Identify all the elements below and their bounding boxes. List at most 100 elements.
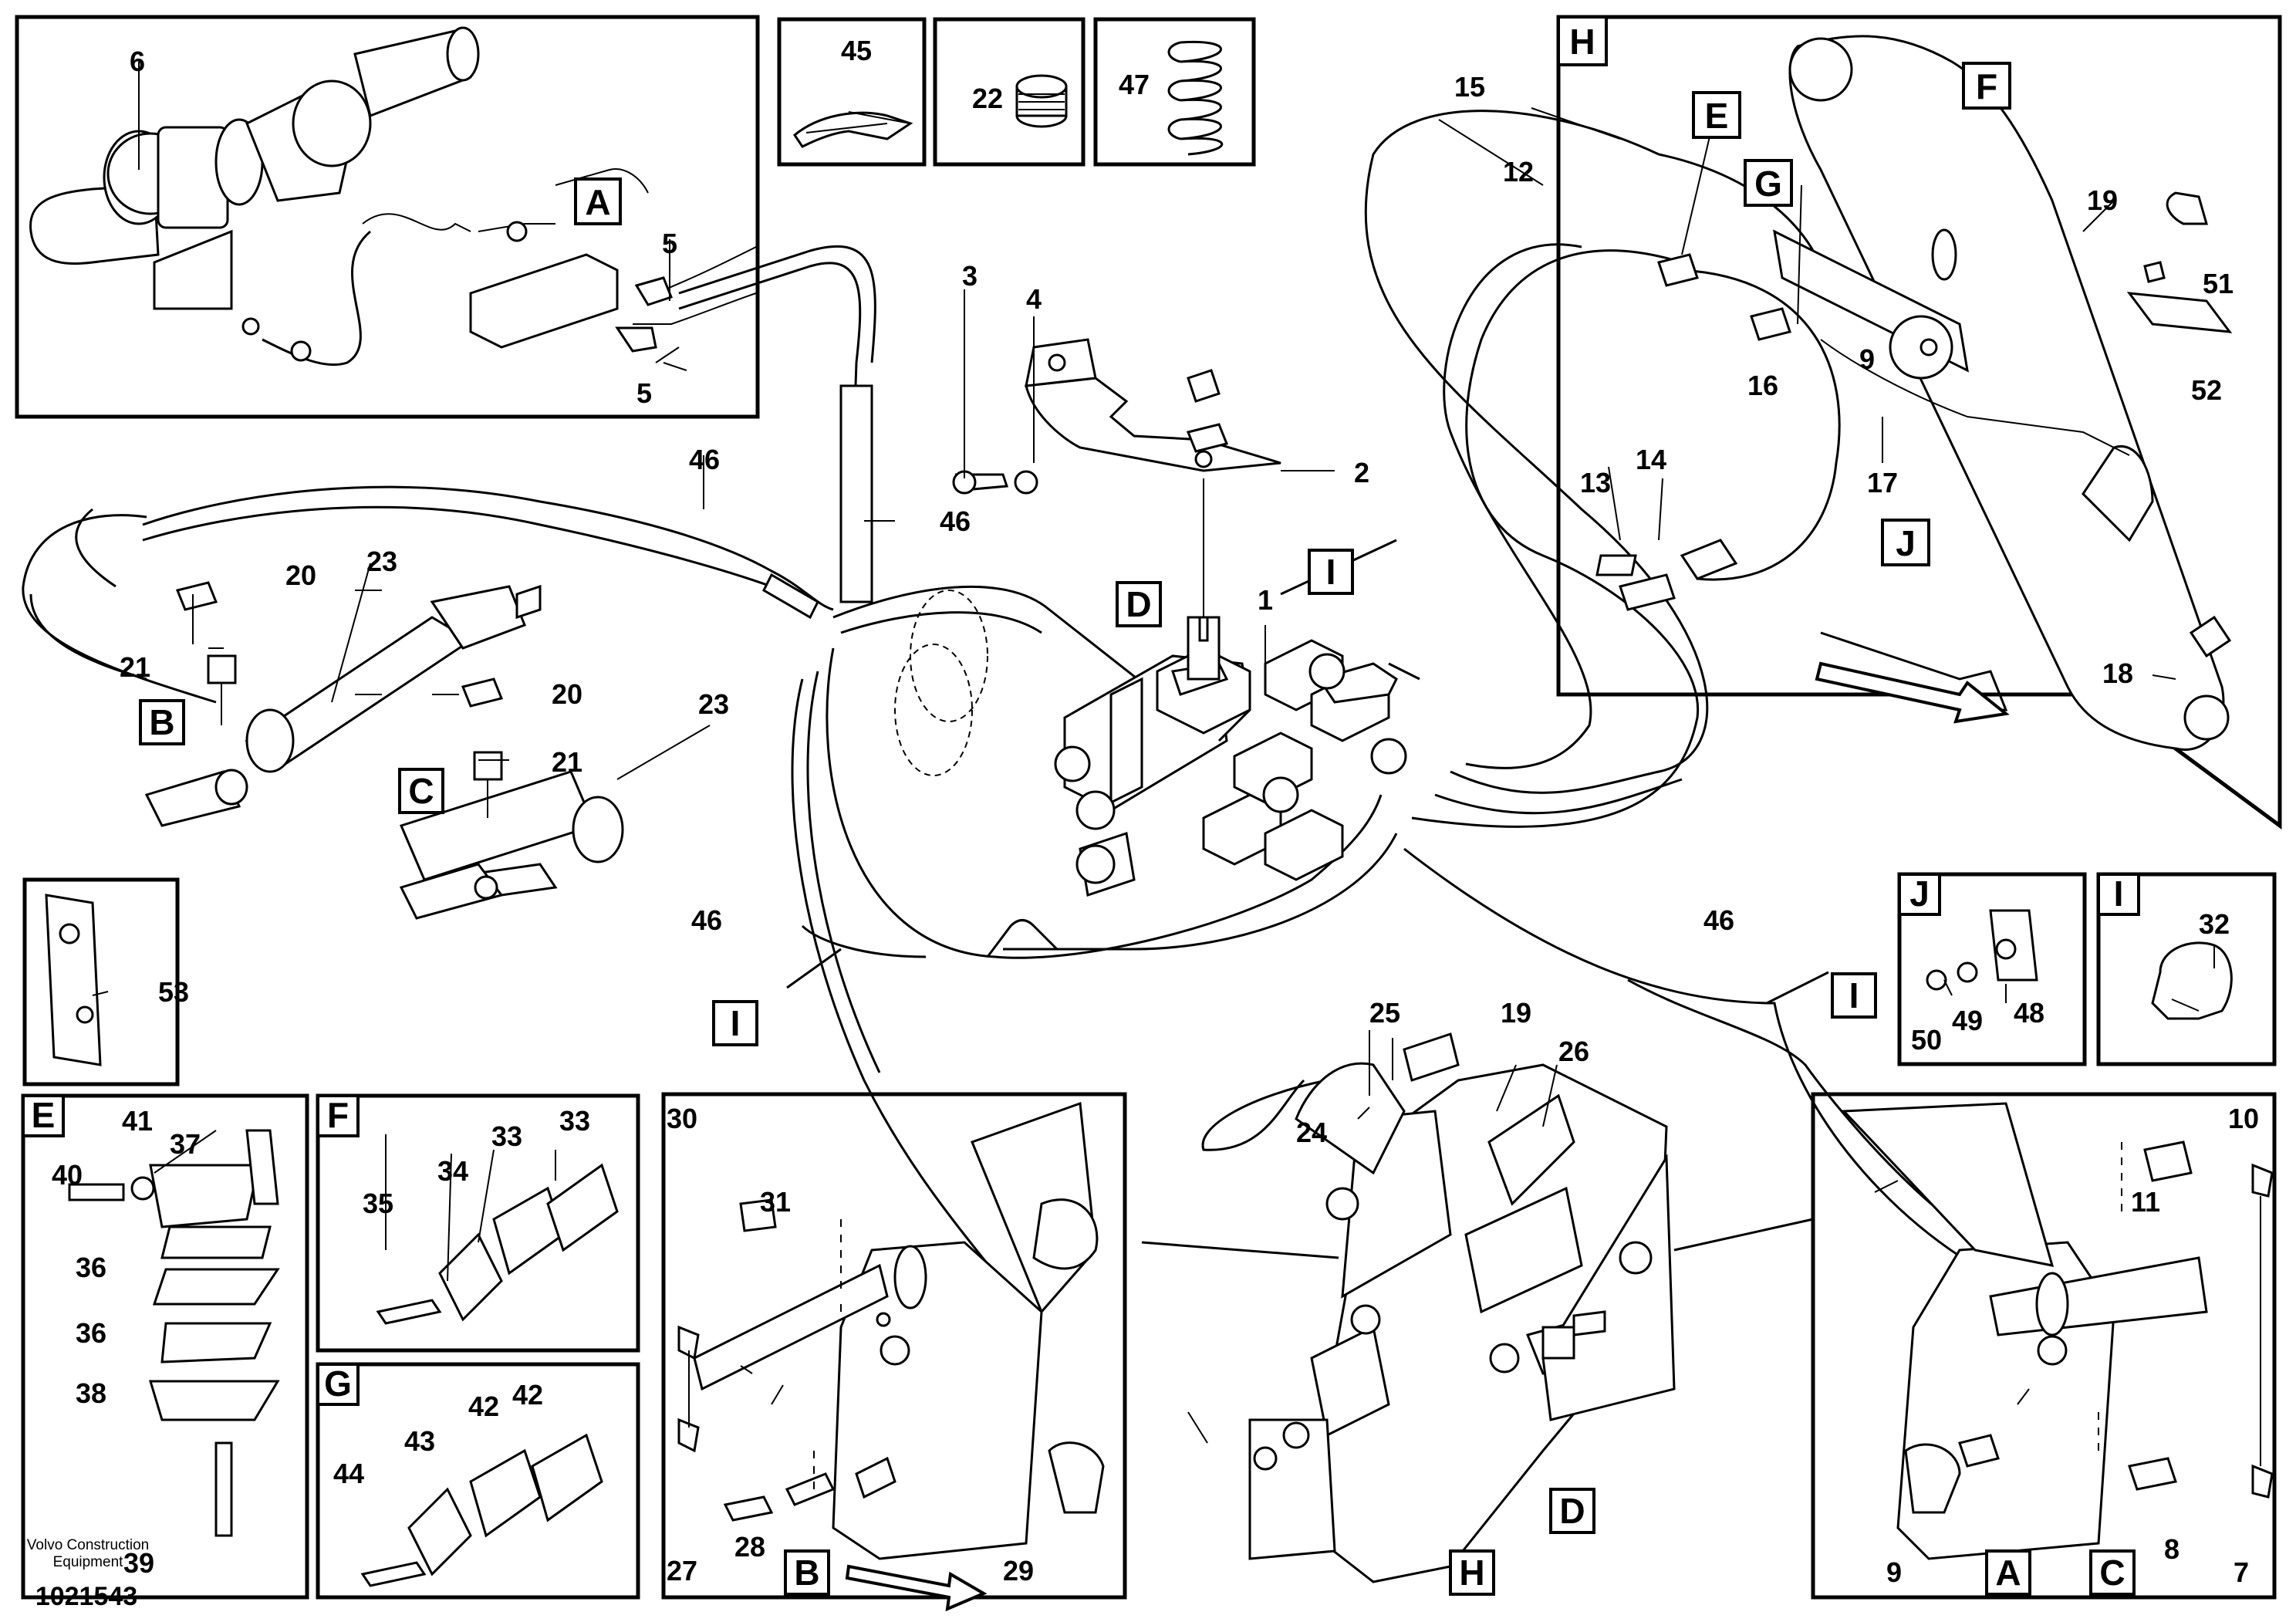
document-number: 1021543	[35, 1582, 137, 1611]
callout-F-panel: F	[316, 1094, 360, 1137]
label-2: 2	[1354, 457, 1369, 488]
panel-part-45	[777, 17, 927, 167]
callout-J-panel: J	[1898, 873, 1941, 916]
label-9: 9	[1859, 343, 1875, 375]
clamp-G-stack	[360, 1433, 603, 1587]
label-23: 23	[698, 688, 729, 720]
boom-arm-detail	[1595, 35, 2233, 751]
label-1: 1	[1258, 584, 1273, 616]
label-21: 21	[120, 651, 150, 683]
letter-E: E	[1705, 96, 1729, 136]
caption-subtitle: Equipment	[53, 1554, 124, 1570]
callout-I-panel: I	[2097, 873, 2140, 916]
label-9: 9	[1886, 1556, 1902, 1588]
label-46: 46	[691, 904, 722, 936]
callout-E: E	[1692, 91, 1741, 139]
label-33: 33	[491, 1120, 522, 1152]
panel-part-53	[22, 877, 180, 1086]
label-11: 11	[2131, 1186, 2160, 1218]
label-43: 43	[404, 1425, 435, 1457]
label-53: 53	[158, 976, 189, 1008]
label-28: 28	[734, 1531, 765, 1563]
label-50: 50	[1911, 1024, 1942, 1056]
part-47-spiral-guard-icon	[1167, 40, 1224, 156]
letter-I: I	[1849, 975, 1859, 1015]
callout-D-main: D	[1116, 581, 1162, 627]
clamp-E-stack	[68, 1129, 280, 1537]
letter-E: E	[32, 1095, 56, 1135]
hose-routing	[22, 110, 2084, 1313]
callout-G-panel: G	[316, 1363, 360, 1406]
callout-F: F	[1962, 62, 2011, 110]
label-38: 38	[76, 1377, 106, 1409]
arrow-pointer	[1673, 1218, 1814, 1252]
callout-H-panel: H	[1557, 15, 1608, 66]
label-8: 8	[2164, 1533, 2180, 1565]
part-45-cable-tie-icon	[793, 111, 913, 148]
arrow-icon	[1815, 661, 2010, 724]
letter-B: B	[149, 702, 174, 742]
panel-G	[316, 1362, 640, 1600]
letter-G: G	[324, 1363, 352, 1404]
callout-I-left: I	[712, 1000, 758, 1046]
letter-D: D	[1559, 1491, 1585, 1531]
letter-C: C	[408, 771, 434, 811]
center-loader-frame	[1248, 1032, 1676, 1583]
label-40: 40	[52, 1159, 83, 1191]
label-5: 5	[662, 228, 677, 259]
label-37: 37	[170, 1128, 201, 1160]
leader-lines	[92, 62, 2215, 1444]
panel-I	[2096, 872, 2277, 1066]
driveshaft-assembly	[29, 26, 757, 367]
callout-E-panel: E	[22, 1094, 65, 1137]
arrow-pointer	[1141, 1241, 1339, 1259]
label-5: 5	[636, 377, 652, 409]
panel-J	[1897, 872, 2087, 1066]
label-29: 29	[1003, 1555, 1034, 1587]
callout-C-bottom: C	[2089, 1549, 2136, 1596]
letter-I: I	[1326, 552, 1336, 592]
callout-J: J	[1881, 519, 1930, 566]
label-41: 41	[122, 1105, 153, 1137]
callout-A-top: A	[574, 177, 622, 225]
label-44: 44	[333, 1458, 364, 1489]
letter-I: I	[2114, 874, 2124, 914]
panel-right-bracket	[1811, 1092, 2277, 1600]
arrow-pointer	[1766, 971, 1829, 1005]
letter-A: A	[1995, 1553, 2021, 1593]
letter-A: A	[585, 182, 610, 222]
callout-A-bottom: A	[1985, 1549, 2031, 1596]
label-47: 47	[1119, 69, 1150, 100]
part-number-labels: 6 5 5 45 22 47 3 4 2 1 46 46 46 46 20 23…	[52, 35, 2259, 1588]
label-42: 42	[468, 1391, 499, 1422]
letter-G: G	[1754, 164, 1782, 204]
label-39: 39	[123, 1547, 154, 1579]
panel-H	[1556, 15, 2282, 830]
panel-part-47	[1093, 17, 1256, 167]
part-22-grommet-icon	[1015, 74, 1068, 128]
label-35: 35	[363, 1188, 393, 1219]
right-bracket-detail	[1841, 1102, 2274, 1560]
label-46: 46	[1703, 904, 1734, 936]
caption-company: Volvo Construction	[27, 1537, 149, 1553]
callout-C-left: C	[398, 768, 444, 814]
label-19: 19	[1501, 997, 1531, 1029]
label-23: 23	[366, 546, 397, 577]
callout-B-bottom: B	[784, 1549, 830, 1596]
letter-D: D	[1126, 584, 1151, 624]
label-42: 42	[512, 1379, 543, 1411]
label-21: 21	[552, 746, 582, 778]
label-14: 14	[1636, 444, 1666, 475]
callout-G: G	[1744, 159, 1793, 207]
callout-D-bottom: D	[1549, 1488, 1595, 1534]
panel-F	[316, 1093, 640, 1353]
label-32: 32	[2199, 908, 2230, 940]
label-51: 51	[2203, 268, 2234, 299]
detail-panels	[15, 15, 2282, 1600]
label-24: 24	[1296, 1117, 1327, 1148]
label-16: 16	[1747, 370, 1778, 401]
label-15: 15	[1454, 71, 1485, 103]
label-49: 49	[1952, 1005, 1983, 1036]
letter-J: J	[1909, 874, 1930, 914]
